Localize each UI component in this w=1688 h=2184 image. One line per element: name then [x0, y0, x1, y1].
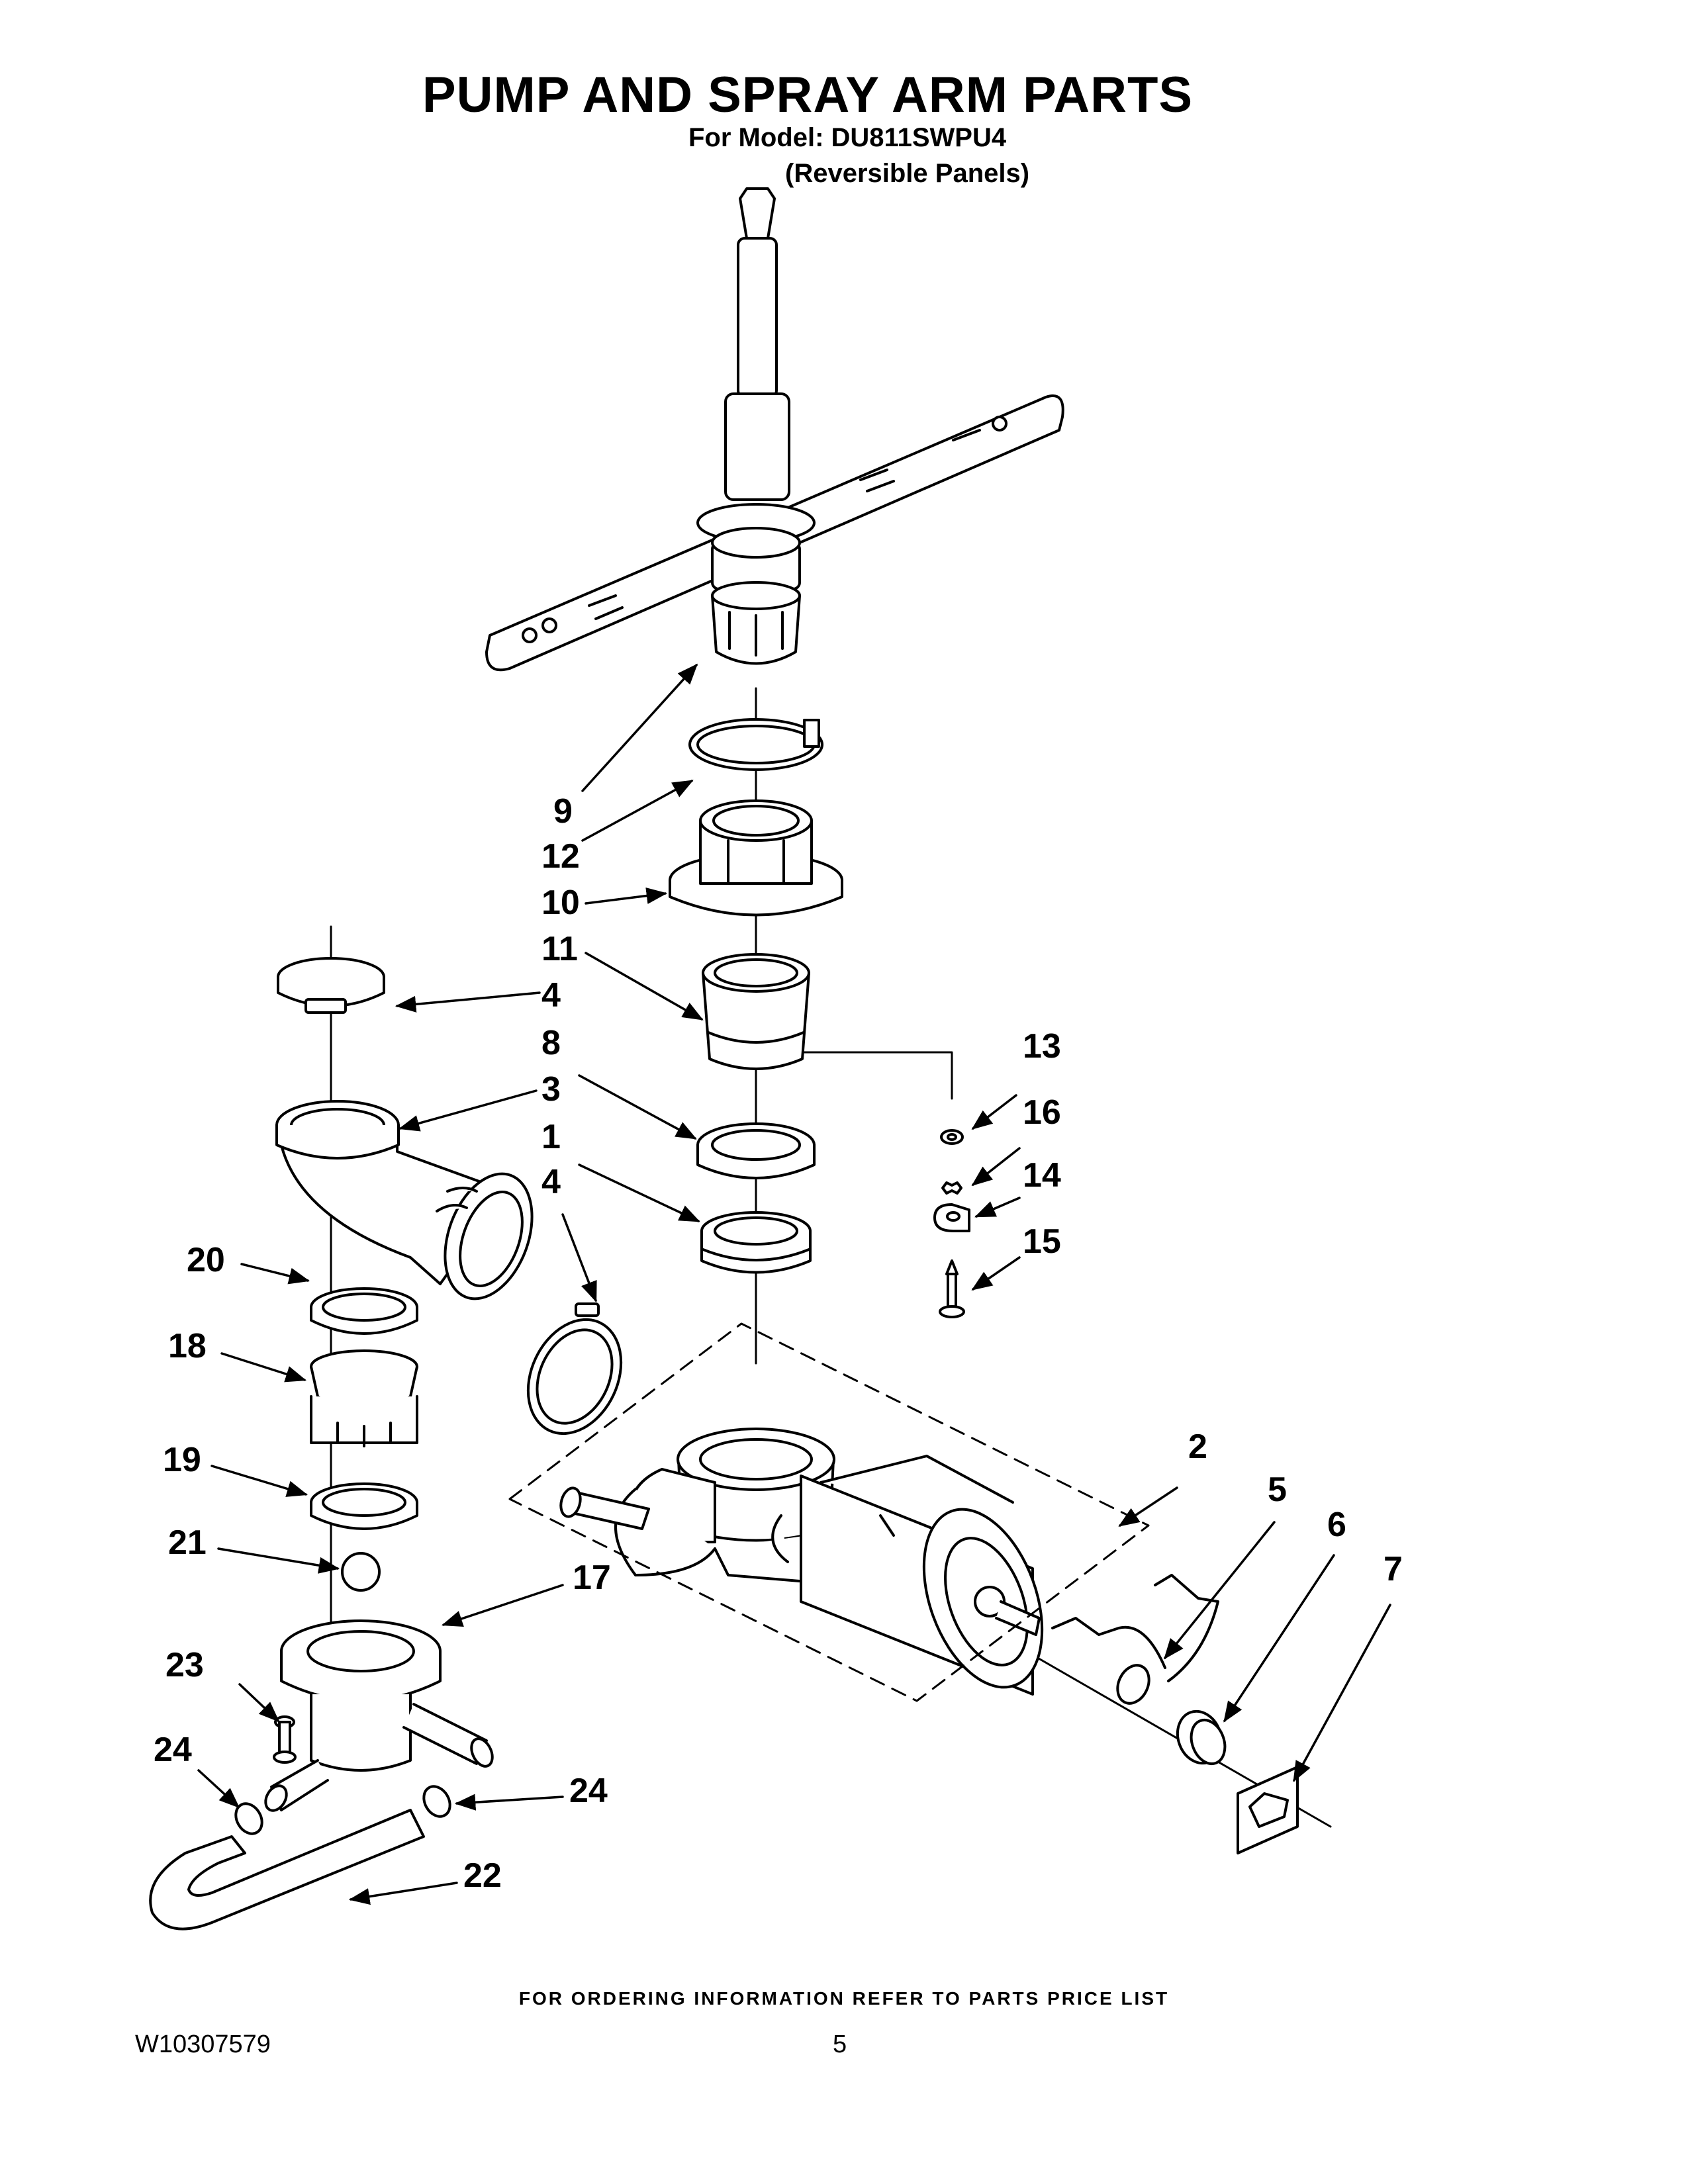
callout-17: 17	[573, 1559, 611, 1597]
callout-14: 14	[1023, 1156, 1061, 1195]
drain-hose-part	[149, 1809, 425, 1931]
lower-hose-clamp-part	[526, 1302, 623, 1435]
callout-4-lower: 4	[541, 1163, 561, 1201]
callout-15: 15	[1023, 1222, 1061, 1261]
plate-part	[1237, 1766, 1299, 1854]
callout-10: 10	[541, 884, 580, 922]
callout-11: 11	[541, 930, 578, 968]
callout-16: 16	[1023, 1093, 1061, 1132]
model-line: For Model: DU811SWPU4	[688, 123, 1007, 152]
callout-21: 21	[168, 1524, 207, 1562]
page-title: PUMP AND SPRAY ARM PARTS	[422, 67, 1194, 123]
callout-18: 18	[168, 1327, 207, 1365]
callout-7: 7	[1383, 1550, 1403, 1588]
callout-2: 2	[1188, 1428, 1207, 1466]
callout-23: 23	[165, 1646, 204, 1684]
callout-24-left: 24	[154, 1731, 192, 1769]
document-number: W10307579	[135, 2030, 271, 2058]
elbow-hose-part	[275, 1100, 534, 1300]
upper-hose-clamp-part	[277, 957, 385, 1014]
bearing-ring-part	[696, 1122, 816, 1179]
sump-housing-part	[264, 1619, 494, 1812]
callout-19: 19	[163, 1441, 201, 1479]
grommet-part	[1176, 1709, 1227, 1765]
ordering-note: FOR ORDERING INFORMATION REFER TO PARTS …	[518, 1988, 1170, 2009]
small-hardware-parts	[933, 1129, 970, 1318]
cup-part	[702, 953, 810, 1070]
callout-3: 3	[541, 1070, 561, 1109]
pump-motor-assembly-part	[559, 1428, 1044, 1696]
upper-gasket-ring-part	[310, 1287, 418, 1335]
pump-assembly-outline	[508, 1322, 1150, 1702]
callout-9: 9	[553, 792, 573, 831]
callout-12: 12	[541, 837, 580, 876]
wire-spring-part	[1051, 1574, 1219, 1705]
callout-13: 13	[1023, 1027, 1061, 1066]
callout-24-right: 24	[569, 1772, 608, 1810]
callout-4-upper: 4	[541, 976, 561, 1015]
variant-line: (Reversible Panels)	[785, 159, 1030, 188]
page-number: 5	[833, 2030, 847, 2058]
retaining-ring-part	[688, 718, 823, 771]
callout-8: 8	[541, 1024, 561, 1062]
small-clamp-parts	[234, 1785, 451, 1835]
lower-gasket-ring-part	[310, 1482, 418, 1530]
callout-5: 5	[1268, 1471, 1287, 1509]
filter-cone-part	[310, 1349, 418, 1447]
callout-20: 20	[187, 1241, 225, 1279]
seal-part	[700, 1211, 812, 1274]
screw-part	[273, 1715, 297, 1764]
callout-6: 6	[1327, 1506, 1346, 1544]
spray-arm-part	[485, 187, 1064, 672]
hub-nut-part	[669, 799, 843, 917]
check-ball-part	[341, 1552, 381, 1592]
callout-22: 22	[463, 1856, 502, 1895]
callout-1: 1	[541, 1118, 561, 1156]
callout-leader-lines	[197, 663, 1391, 1905]
